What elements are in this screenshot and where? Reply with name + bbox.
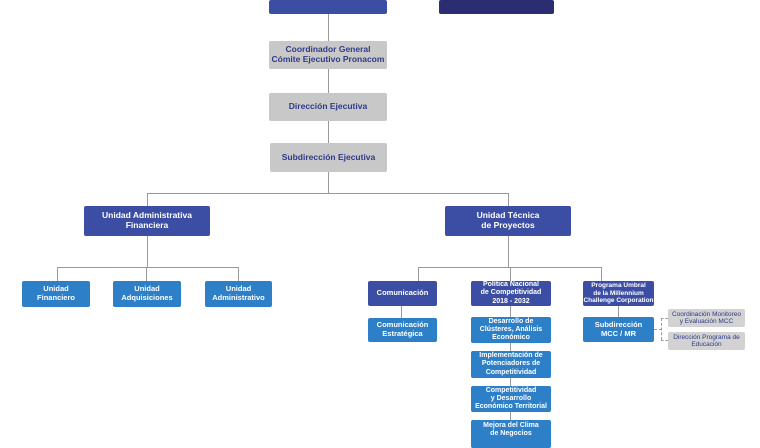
connector-financiero-drop xyxy=(57,267,58,281)
implementacion-potenciadores-box[interactable]: Implementación de Potenciadores de Compe… xyxy=(471,351,551,378)
comunicacion-box[interactable]: Comunicación xyxy=(368,281,437,306)
desarrollo-clusteres-box[interactable]: Desarrollo de Clústeres, Análisis Económ… xyxy=(471,317,551,343)
coordinador-general-box[interactable]: Coordinador General Cómite Ejecutivo Pro… xyxy=(269,41,387,69)
direccion-ejecutiva-box[interactable]: Dirección Ejecutiva xyxy=(269,93,387,121)
comunicacion-estrategica-box[interactable]: Comunicación Estratégica xyxy=(368,318,437,342)
connector-admin-drop xyxy=(147,193,148,206)
connector-adquisiciones-drop xyxy=(146,267,147,281)
connector-tecnica-down xyxy=(508,236,509,268)
connector-administrativo-drop xyxy=(238,267,239,281)
subdireccion-ejecutiva-box[interactable]: Subdirección Ejecutiva xyxy=(270,143,387,172)
connector-programa-sub xyxy=(618,306,619,317)
connector-dashed-monitoreo xyxy=(661,318,668,319)
politica-nacional-box[interactable]: Política Nacional de Competitividad 2018… xyxy=(471,281,551,306)
unidad-adquisiciones-box[interactable]: Unidad Adquisiciones xyxy=(113,281,181,307)
connector-programa-drop xyxy=(601,267,602,281)
connector-tecnica-drop xyxy=(508,193,509,206)
connector-admin-down xyxy=(147,236,148,268)
connector-branch-horizontal xyxy=(147,193,509,194)
direccion-programa-educacion-box[interactable]: Dirección Programa de Educación xyxy=(668,332,745,350)
connector-admin-horizontal xyxy=(57,267,239,268)
unidad-tecnica-box[interactable]: Unidad Técnica de Proyectos xyxy=(445,206,571,236)
unidad-financiero-box[interactable]: Unidad Financiero xyxy=(22,281,90,307)
subdireccion-mcc-box[interactable]: Subdirección MCC / MR xyxy=(583,317,654,342)
connector-politica-drop xyxy=(510,267,511,281)
competitividad-desarrollo-box[interactable]: Competitividad y Desarrollo Económico Te… xyxy=(471,386,551,412)
connector-dashed-vertical xyxy=(661,318,663,340)
coordinacion-monitoreo-box[interactable]: Coordinación Monitoreo y Evaluación MCC xyxy=(668,309,745,327)
connector-dashed-trunk xyxy=(654,329,662,330)
unidad-administrativo-box[interactable]: Unidad Administrativo xyxy=(205,281,272,307)
unidad-administrativa-box[interactable]: Unidad Administrativa Financiera xyxy=(84,206,210,236)
top-right-box[interactable] xyxy=(439,0,554,14)
connector-comunicacion-drop xyxy=(418,267,419,281)
mejora-clima-negocios-box[interactable]: Mejora del Clima de Negocios xyxy=(471,420,551,448)
connector-comunicacion-sub xyxy=(401,306,402,318)
connector-dashed-educacion xyxy=(661,340,668,341)
programa-umbral-box[interactable]: Programa Umbral de la Millennium Challen… xyxy=(583,281,654,306)
top-left-box[interactable] xyxy=(269,0,387,14)
